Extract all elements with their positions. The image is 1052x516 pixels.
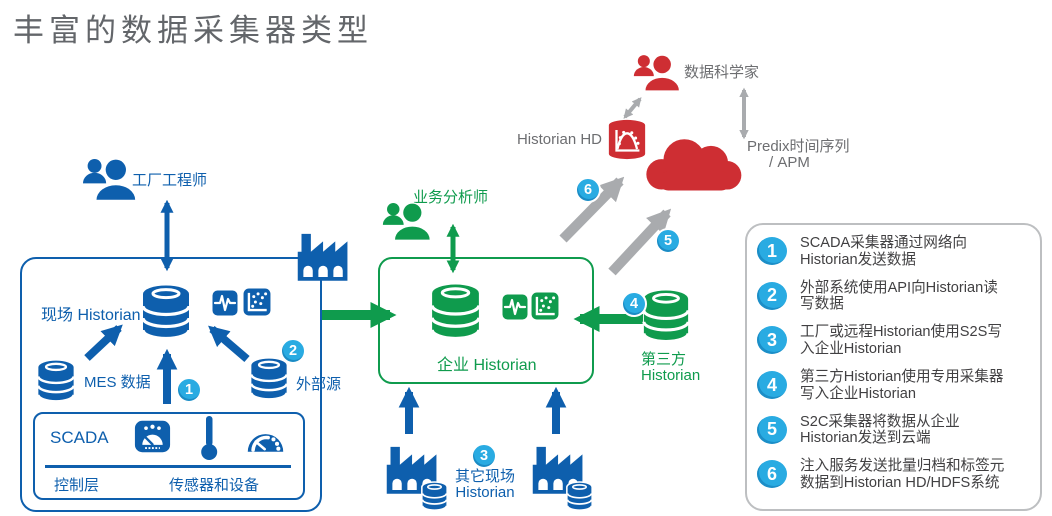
historian-hd-label: Historian HD	[516, 131, 602, 148]
third-party-db-icon	[641, 287, 691, 345]
mes-db-icon	[36, 358, 76, 404]
legend-badge-3: 3	[757, 326, 787, 355]
data-scientist-label: 数据科学家	[684, 64, 760, 81]
data-scientist-icon	[633, 52, 683, 92]
plant-engineer-label: 工厂工程师	[132, 172, 208, 189]
gauge-icon	[134, 418, 171, 455]
business-analyst-label: 业务分析师	[413, 189, 489, 206]
waveform-chip-icon-green	[502, 294, 528, 320]
legend-item-6: 6 注入服务发送批量归档和标签元 数据到Historian HD/HDFS系统	[757, 458, 1034, 491]
flow-badge-2: 2	[280, 338, 306, 364]
legend-text-6: 注入服务发送批量归档和标签元 数据到Historian HD/HDFS系统	[800, 458, 1005, 492]
site1-db-icon	[421, 481, 448, 512]
scada-divider	[45, 465, 291, 468]
legend-item-5: 5 S2C采集器将数据从企业 Historian发送到云端	[757, 414, 1034, 447]
legend-item-2: 2 外部系统使用API向Historian读 写数据	[757, 280, 1034, 313]
historian-hd-icon	[606, 117, 648, 162]
legend-badge-4: 4	[757, 371, 787, 400]
third-party-label: 第三方 Historian	[641, 351, 701, 384]
field-historian-db-icon	[140, 282, 192, 342]
legend-badge-5: 5	[757, 415, 787, 444]
field-historian-label: 现场 Historian	[41, 307, 141, 324]
legend-text-4: 第三方Historian使用专用采集器 写入企业Historian	[800, 369, 1004, 402]
scatter-chip-icon-green	[531, 292, 559, 320]
flow-badge-4: 4	[621, 291, 647, 317]
legend-badge-1: 1	[757, 237, 787, 265]
other-sites-label: 其它现场 Historian	[454, 468, 515, 501]
scada-label: SCADA	[50, 428, 109, 447]
flow-badge-6: 6	[575, 177, 601, 203]
flow-badge-1: 1	[176, 377, 202, 403]
legend-text-5: S2C采集器将数据从企业 Historian发送到云端	[800, 413, 960, 447]
scada-box	[33, 412, 305, 500]
scatter-chip-icon	[243, 288, 271, 316]
flow-badge-5: 5	[655, 228, 681, 254]
legend-text-1: SCADA采集器通过网络向 Historian发送数据	[800, 235, 968, 268]
predix-apm-label: Predix时间序列 / APM	[747, 138, 850, 171]
page-title: 丰富的数据采集器类型	[13, 13, 373, 48]
control-layer-label: 控制层	[54, 477, 100, 494]
legend-item-3: 3 工厂或远程Historian使用S2S写 入企业Historian	[757, 324, 1034, 357]
legend-text-2: 外部系统使用API向Historian读 写数据	[800, 279, 998, 313]
factory-icon-top	[294, 228, 354, 281]
legend-item-4: 4 第三方Historian使用专用采集器 写入企业Historian	[757, 369, 1034, 402]
legend-item-1: 1 SCADA采集器通过网络向 Historian发送数据	[757, 235, 1034, 268]
legend-badge-2: 2	[757, 281, 787, 310]
waveform-chip-icon	[212, 290, 238, 316]
cloud-icon	[634, 130, 748, 194]
legend-panel: 1 SCADA采集器通过网络向 Historian发送数据 2 外部系统使用AP…	[745, 223, 1042, 511]
enterprise-db-icon	[429, 281, 482, 342]
speedometer-icon	[246, 424, 285, 453]
flow-badge-3: 3	[471, 443, 497, 469]
sensors-devices-label: 传感器和设备	[169, 477, 260, 494]
legend-badge-6: 6	[757, 460, 787, 489]
external-source-label: 外部源	[296, 376, 342, 393]
site2-db-icon	[566, 481, 593, 512]
business-analyst-icon	[382, 200, 434, 241]
legend-text-3: 工厂或远程Historian使用S2S写 入企业Historian	[800, 324, 1002, 357]
enterprise-historian-label: 企业 Historian	[437, 357, 537, 374]
mes-data-label: MES 数据	[84, 374, 151, 391]
thermometer-icon	[200, 415, 218, 461]
external-db-icon	[249, 356, 289, 402]
arrow-hd-scientist	[623, 97, 642, 119]
